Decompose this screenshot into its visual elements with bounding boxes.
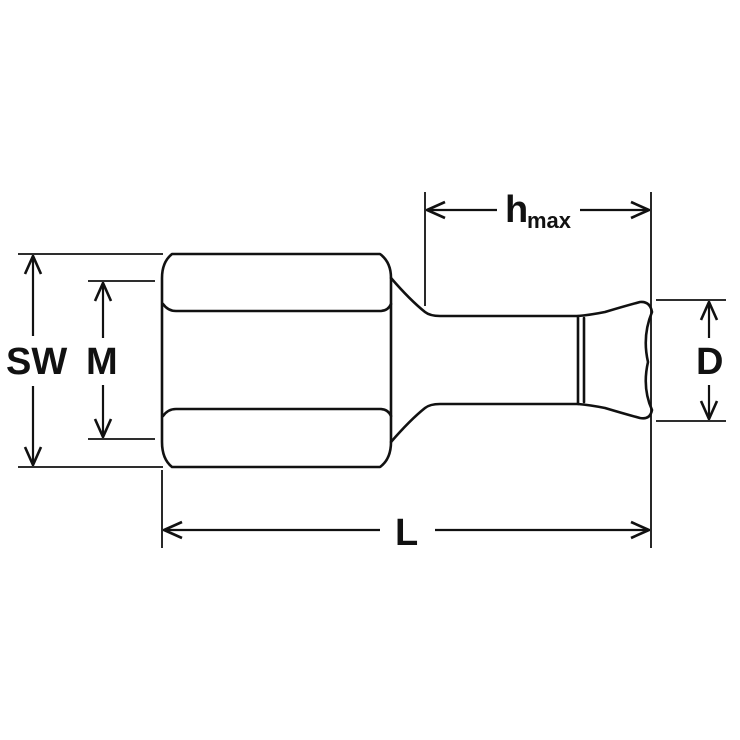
shank-bottom-edge (389, 402, 580, 444)
label-h-subscript: max (527, 208, 572, 233)
hex-body-outline (160, 252, 393, 469)
hex-facet-line-bottom (161, 407, 393, 418)
label-h: h (505, 189, 528, 231)
label-l: L (395, 512, 418, 554)
hex-facet-line-top (161, 302, 393, 313)
label-m: M (86, 341, 118, 383)
label-d: D (696, 341, 723, 383)
label-sw: SW (6, 341, 67, 383)
shank-top-edge (389, 276, 580, 318)
tip-outline (576, 300, 654, 420)
